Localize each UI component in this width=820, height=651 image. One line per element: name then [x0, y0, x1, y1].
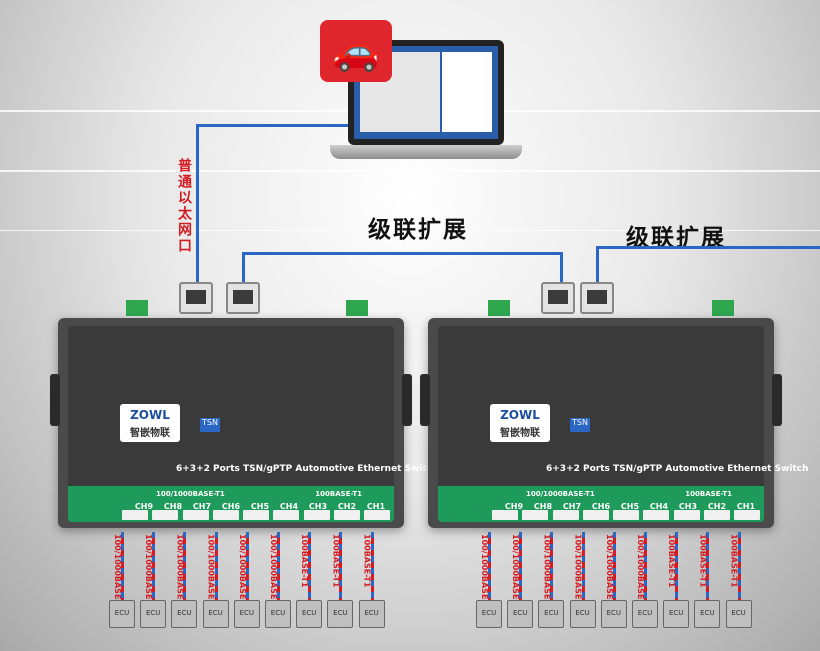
- cable: 100BASE-T1: [730, 532, 744, 600]
- rj45-port[interactable]: [179, 282, 213, 314]
- switch-title: 6+3+2 Ports TSN/gPTP Automotive Ethernet…: [176, 464, 439, 474]
- ecu-module: ECU: [476, 600, 502, 628]
- cable: 100/1000BASE-T1: [238, 532, 252, 613]
- cable-label: 100BASE-T1: [331, 534, 341, 588]
- cascade-link: [560, 252, 563, 284]
- cable-label: 100/1000BASE-T1: [636, 534, 645, 613]
- ecu-module: ECU: [265, 600, 291, 628]
- cable-label: 100BASE-T1: [698, 534, 708, 588]
- cable-label: 100BASE-T1: [362, 534, 372, 588]
- rj45-port[interactable]: [226, 282, 260, 314]
- rj45-port[interactable]: [541, 282, 575, 314]
- ecu-module: ECU: [296, 600, 323, 628]
- ethernet-label: 普通以太网口: [176, 158, 192, 254]
- cable: 100/1000BASE-T1: [636, 532, 650, 613]
- ecu-module: ECU: [663, 600, 690, 628]
- ecu-module: ECU: [725, 600, 752, 628]
- cable-label: 100/1000BASE-T1: [144, 534, 154, 613]
- tunnel-line: [0, 230, 820, 231]
- ecu-module: ECU: [569, 600, 596, 628]
- ecu-module: ECU: [233, 600, 260, 628]
- ecu-module: ECU: [507, 600, 534, 628]
- cable-label: 100/1000BASE-T1: [480, 534, 489, 613]
- ecu-module: ECU: [140, 600, 167, 628]
- cascade-link: [596, 246, 599, 284]
- car-icon: 🚗: [320, 20, 392, 82]
- ecu-module: ECU: [327, 600, 354, 628]
- cable: 100/1000BASE-T1: [605, 532, 619, 613]
- cable: 100/1000BASE-T1: [480, 532, 494, 613]
- cascade-label: 级联扩展: [368, 217, 468, 243]
- cable-label: 100/1000BASE-T1: [237, 534, 247, 613]
- cable: 100/1000BASE-T1: [511, 532, 525, 613]
- tsn-badge: TSN: [570, 418, 590, 432]
- cable: 100/1000BASE-T1: [207, 532, 221, 613]
- cable-label: 100/1000BASE-T1: [511, 534, 521, 613]
- laptop-display: [354, 46, 498, 139]
- rj45-port[interactable]: [580, 282, 614, 314]
- tsn-badge: TSN: [200, 418, 220, 432]
- cascade-link: [242, 252, 562, 255]
- cable: 100/1000BASE-T1: [144, 532, 158, 613]
- cable-label: 100/1000BASE-T1: [206, 534, 216, 613]
- cable: 100BASE-T1: [300, 532, 314, 600]
- ecu-module: ECU: [202, 600, 229, 628]
- cable-label: 100/1000BASE-T1: [269, 534, 278, 613]
- can-connector: [126, 300, 148, 316]
- can-connector: [712, 300, 734, 316]
- cascade-link: [596, 246, 820, 249]
- cable-label: 100/1000BASE-T1: [573, 534, 583, 613]
- laptop-base: [330, 145, 522, 159]
- cable: 100BASE-T1: [667, 532, 681, 600]
- cable-label: 100BASE-T1: [729, 534, 739, 588]
- channel-connectors: [492, 510, 760, 520]
- ecu-module: ECU: [171, 600, 198, 628]
- ecu-module: ECU: [632, 600, 658, 628]
- cable: 100/1000BASE-T1: [542, 532, 556, 613]
- ecu-module: ECU: [600, 600, 627, 628]
- laptop-link: [196, 124, 348, 127]
- ecu-module: ECU: [358, 600, 385, 628]
- cable: 100/1000BASE-T1: [269, 532, 283, 613]
- mount-ear: [420, 374, 430, 426]
- cable: 100BASE-T1: [331, 532, 345, 600]
- can-connector: [488, 300, 510, 316]
- can-connector: [346, 300, 368, 316]
- laptop-link: [196, 124, 199, 284]
- cable: 100/1000BASE-T1: [113, 532, 127, 613]
- mount-ear: [50, 374, 60, 426]
- ecu-module: ECU: [538, 600, 565, 628]
- cable: 100BASE-T1: [698, 532, 712, 600]
- cable-label: 100BASE-T1: [667, 534, 677, 588]
- cable: 100BASE-T1: [363, 532, 377, 600]
- laptop-screen: [348, 40, 504, 145]
- waveform-panel: [442, 52, 492, 132]
- cable-label: 100/1000BASE-T1: [175, 534, 185, 613]
- cable-label: 100BASE-T1: [300, 534, 310, 588]
- ecu-module: ECU: [109, 600, 135, 628]
- mount-ear: [402, 374, 412, 426]
- mount-ear: [772, 374, 782, 426]
- cable: 100/1000BASE-T1: [175, 532, 189, 613]
- cascade-link: [242, 252, 245, 284]
- cable: 100/1000BASE-T1: [574, 532, 588, 613]
- ecu-module: ECU: [694, 600, 721, 628]
- cable-label: 100/1000BASE-T1: [113, 534, 122, 613]
- channel-connectors: [122, 510, 390, 520]
- cable-label: 100/1000BASE-T1: [604, 534, 614, 613]
- tunnel-line: [0, 170, 820, 172]
- cable-label: 100/1000BASE-T1: [542, 534, 552, 613]
- switch-title: 6+3+2 Ports TSN/gPTP Automotive Ethernet…: [546, 464, 809, 474]
